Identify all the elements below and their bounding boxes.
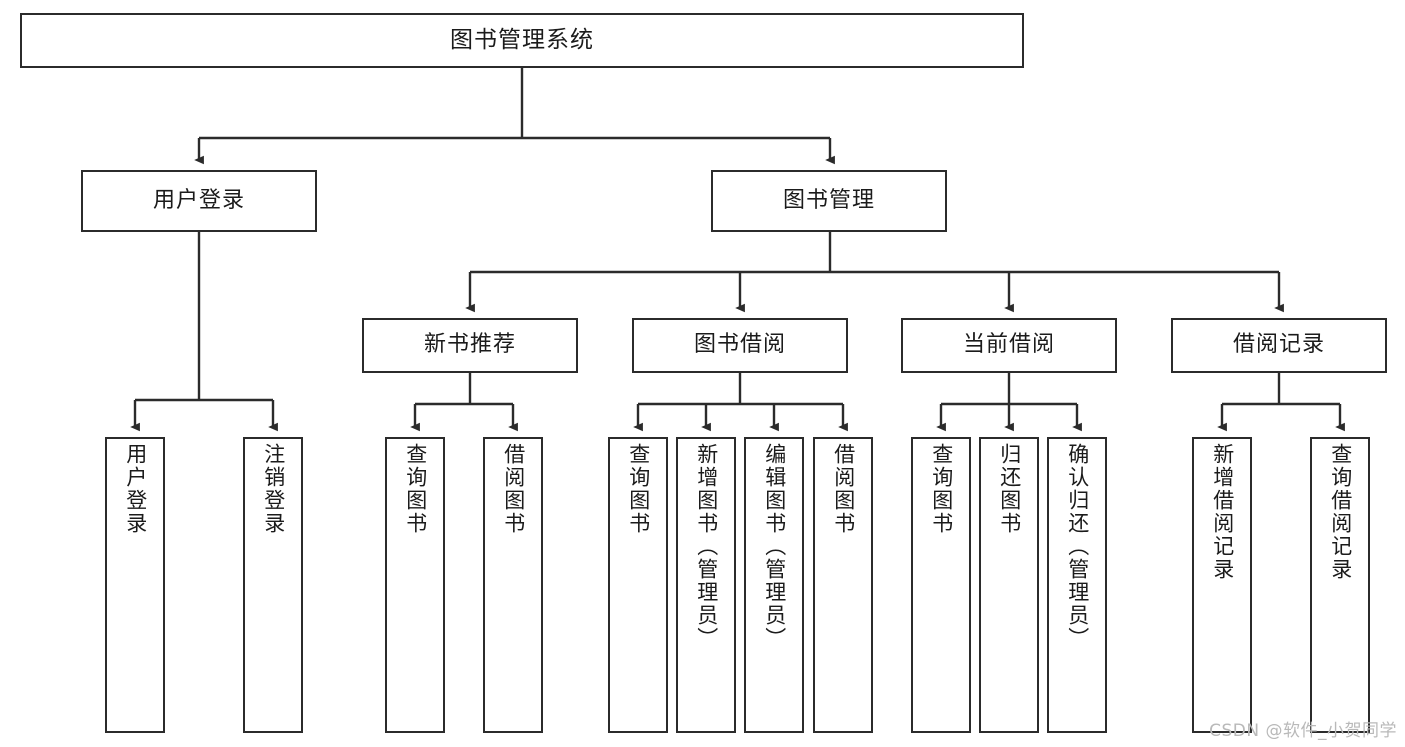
leaf-user-login-login[interactable]: 用户登录 [105,437,165,733]
node-label: 编辑图书（管理员） [762,443,787,650]
node-label: 确认归还（管理员） [1065,443,1090,650]
leaf-book-borrow-borrow-book[interactable]: 借阅图书 [813,437,873,733]
node-root-book-management-system[interactable]: 图书管理系统 [20,13,1024,68]
node-label: 图书管理 [782,187,875,213]
node-book-borrow[interactable]: 图书借阅 [632,318,848,373]
node-label: 归还图书 [997,443,1022,535]
leaf-new-book-borrow-book[interactable]: 借阅图书 [483,437,543,733]
node-label: 查询图书 [929,443,954,535]
node-label: 用户登录 [152,187,245,213]
leaf-new-book-query-book[interactable]: 查询图书 [385,437,445,733]
leaf-current-borrow-return-book[interactable]: 归还图书 [979,437,1039,733]
leaf-book-borrow-query-book[interactable]: 查询图书 [608,437,668,733]
node-label: 新增借阅记录 [1210,443,1235,581]
node-new-book-recommend[interactable]: 新书推荐 [362,318,578,373]
node-label: 新书推荐 [423,332,516,358]
leaf-user-login-logout[interactable]: 注销登录 [243,437,303,733]
node-label: 查询借阅记录 [1328,443,1353,581]
node-current-borrow[interactable]: 当前借阅 [901,318,1117,373]
node-user-login[interactable]: 用户登录 [81,170,317,232]
node-label: 查询图书 [626,443,651,535]
leaf-current-borrow-query-book[interactable]: 查询图书 [911,437,971,733]
leaf-current-borrow-confirm-return-admin[interactable]: 确认归还（管理员） [1047,437,1107,733]
node-label: 用户登录 [123,443,148,535]
leaf-borrow-record-query-record[interactable]: 查询借阅记录 [1310,437,1370,733]
node-label: 借阅图书 [501,443,526,535]
node-label: 注销登录 [261,443,286,535]
leaf-borrow-record-add-record[interactable]: 新增借阅记录 [1192,437,1252,733]
node-label: 借阅记录 [1232,332,1325,358]
node-label: 查询图书 [403,443,428,535]
node-borrow-record[interactable]: 借阅记录 [1171,318,1387,373]
node-book-management[interactable]: 图书管理 [711,170,947,232]
leaf-book-borrow-add-book-admin[interactable]: 新增图书（管理员） [676,437,736,733]
node-label: 当前借阅 [962,332,1055,358]
node-label: 图书借阅 [693,332,786,358]
leaf-book-borrow-edit-book-admin[interactable]: 编辑图书（管理员） [744,437,804,733]
csdn-watermark: CSDN @软件_小贺同学 [1209,721,1397,741]
node-label: 借阅图书 [831,443,856,535]
node-label: 新增图书（管理员） [694,443,719,650]
node-label: 图书管理系统 [450,26,594,53]
